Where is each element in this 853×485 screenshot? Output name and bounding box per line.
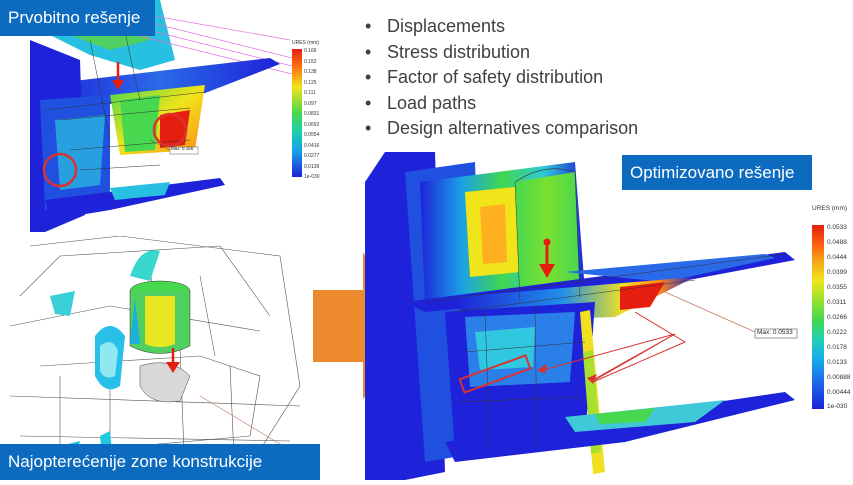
bullet-text: Factor of safety distribution	[387, 67, 604, 87]
legend-large-tick: 0.0266	[827, 314, 847, 321]
legend-large-tick: 0.0399	[827, 269, 847, 276]
fea-plot-optimized	[365, 152, 798, 480]
max-label-large: Max: 0.0533	[757, 329, 793, 336]
bullet-item: • Displacements	[365, 14, 665, 40]
highlight-circle-icon	[152, 112, 188, 148]
legend-large-colorbar	[812, 225, 824, 409]
legend-small-colorbar	[292, 49, 302, 177]
highlight-rect-icon	[458, 354, 532, 394]
bullet-item: • Stress distribution	[365, 40, 665, 66]
legend-small-tick: 0.0416	[304, 142, 320, 149]
feature-bullet-list: • Displacements • Stress distribution • Fac…	[365, 14, 665, 142]
legend-small-tick: 0.0831	[304, 111, 320, 117]
legend-small-tick: 0.0554	[304, 132, 320, 138]
legend-small-tick: 0.125	[304, 79, 317, 86]
fea-image-critical-zones	[0, 235, 320, 481]
legend-large-tick: 0.0355	[827, 284, 847, 291]
load-arrow-icon	[539, 238, 555, 278]
bullet-text: Load paths	[387, 92, 477, 113]
legend-small-tick: 0.097	[304, 100, 317, 107]
legend-large-tick: 0.0488	[827, 239, 847, 246]
bullet-text: Design alternatives comparison	[387, 118, 639, 138]
max-label-small: Max: 0.166	[171, 146, 194, 151]
legend-small-tick: 0.138	[304, 69, 317, 75]
title-original-design: Prvobitno rešenje	[0, 0, 155, 36]
legend-large-tick: 1e-030	[827, 403, 848, 410]
legend-large-tick: 0.0444	[827, 254, 847, 261]
legend-large-tick: 0.0222	[827, 329, 847, 336]
legend-small-tick: 1e-030	[304, 174, 320, 180]
legend-small-tick: 0.152	[304, 58, 317, 65]
legend-large-tick: 0.0533	[827, 224, 847, 231]
bullet-text: Displacements	[387, 16, 506, 36]
legend-small-tick: 0.0139	[304, 163, 320, 170]
highlight-circle-icon	[42, 152, 78, 188]
bullet-item: • Load paths	[365, 91, 665, 117]
legend-small-tick: 0.111	[304, 90, 316, 96]
legend-large-tick: 0.0178	[827, 344, 847, 351]
bullet-icon: •	[365, 16, 372, 36]
bullet-icon: •	[365, 118, 372, 138]
legend-large-tick: 0.00888	[827, 374, 851, 381]
bullet-text: Stress distribution	[387, 41, 531, 62]
legend-small-title: URES (mm)	[292, 40, 319, 46]
legend-small-tick: 0.0692	[304, 121, 320, 128]
legend-large-title: URES (mm)	[812, 205, 848, 212]
legend-small-tick: 0.0277	[304, 153, 320, 159]
legend-large: URES (mm) 0.0533 0.0488 0.0444 0.0399 0.…	[810, 205, 853, 411]
legend-small-tick: 0.166	[304, 48, 317, 54]
bullet-item: • Design alternatives comparison	[365, 116, 665, 142]
title-optimized-design: Optimizovano rešenje	[622, 155, 812, 190]
load-arrow-icon	[112, 62, 124, 90]
legend-large-tick: 0.00444	[827, 389, 851, 396]
bullet-icon: •	[365, 92, 372, 113]
legend-small: URES (mm) 0.166 0.152 0.138 0.125 0.111 …	[290, 40, 320, 180]
legend-large-tick: 0.0311	[827, 299, 847, 306]
load-arrow-icon	[166, 348, 180, 373]
fea-plot-critical-zones	[9, 235, 301, 481]
fea-image-optimized: Max: 0.0533	[365, 152, 853, 480]
legend-large-tick: 0.0133	[827, 359, 847, 366]
bullet-icon: •	[365, 41, 372, 62]
title-critical-zones: Najopterećenije zone konstrukcije	[0, 444, 320, 480]
bullet-icon: •	[365, 67, 372, 87]
bullet-item: • Factor of safety distribution	[365, 65, 665, 91]
